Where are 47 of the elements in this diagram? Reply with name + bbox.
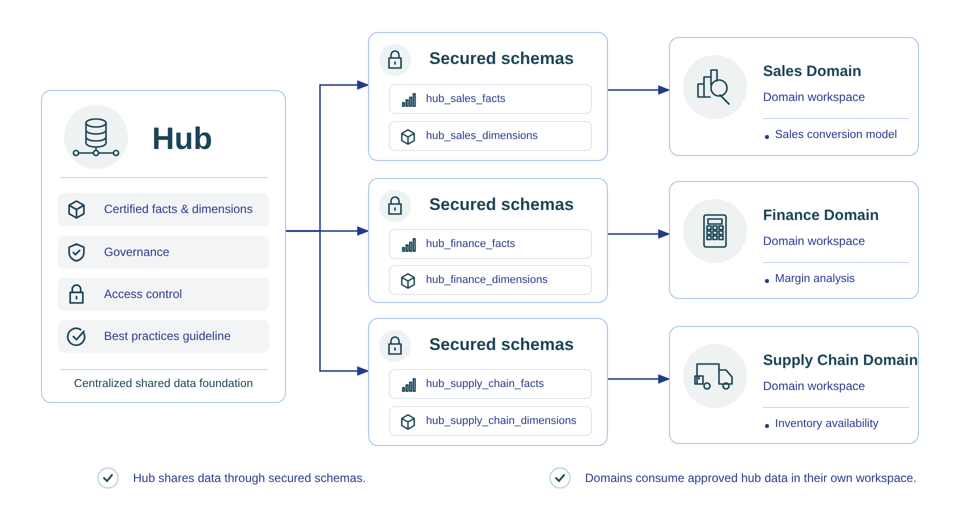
footnote: Hub shares data through secured schemas. <box>133 471 366 485</box>
arrow <box>608 85 670 95</box>
schema-row <box>389 406 592 436</box>
schema-card <box>368 32 608 161</box>
domain-title: Finance Domain <box>763 207 879 224</box>
domain-card <box>669 181 919 299</box>
domain-card <box>669 37 919 156</box>
schema-title: Secured schemas <box>428 335 575 355</box>
domain-subtitle: Domain workspace <box>763 234 866 248</box>
arrow <box>286 230 370 376</box>
schema-name: hub_supply_chain_dimensions <box>426 415 576 427</box>
schema-row <box>389 121 592 151</box>
feature-row <box>58 320 269 353</box>
bullet-text: Sales conversion model <box>775 129 898 141</box>
feature-label: Governance <box>104 245 170 259</box>
domain-title: Supply Chain Domain <box>763 352 918 369</box>
feature-label: Best practices guideline <box>104 329 231 343</box>
domain-subtitle: Domain workspace <box>763 379 866 393</box>
schema-name: hub_finance_dimensions <box>426 274 548 286</box>
bullet-text: Margin analysis <box>775 273 855 285</box>
schema-row <box>389 84 592 114</box>
hub-title: Hub <box>152 121 212 157</box>
schema-row <box>389 265 592 295</box>
bullet-text: Inventory availability <box>775 418 879 430</box>
feature-row <box>58 236 269 269</box>
domain-card <box>669 326 919 444</box>
schema-title: Secured schemas <box>428 49 575 69</box>
domain-subtitle: Domain workspace <box>763 90 866 104</box>
footnote: Domains consume approved hub data in their own workspace. <box>585 471 917 485</box>
schema-card <box>368 178 608 303</box>
schema-name: hub_supply_chain_facts <box>426 378 544 390</box>
schema-name: hub_sales_dimensions <box>426 130 538 142</box>
feature-row <box>58 278 269 311</box>
schema-card <box>368 318 608 446</box>
arrow <box>608 229 670 239</box>
schema-title: Secured schemas <box>428 195 575 215</box>
feature-label: Access control <box>104 287 182 301</box>
hub-card <box>41 90 286 403</box>
arrow <box>608 374 670 384</box>
schema-name: hub_finance_facts <box>426 238 516 250</box>
feature-row <box>58 193 269 226</box>
schema-row <box>389 369 592 399</box>
schema-name: hub_sales_facts <box>426 93 506 105</box>
feature-label: Certified facts & dimensions <box>104 202 253 216</box>
hub-footer-text: Centralized shared data foundation <box>72 378 254 390</box>
domain-title: Sales Domain <box>763 63 862 80</box>
schema-row <box>389 229 592 259</box>
